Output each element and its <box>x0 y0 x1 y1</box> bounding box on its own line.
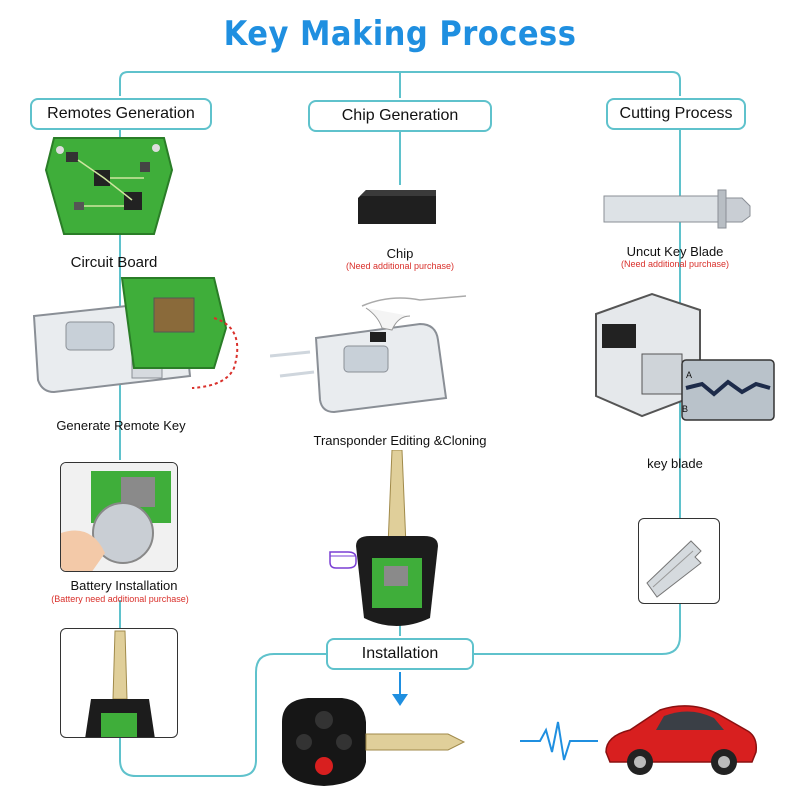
key-programmer-icon <box>32 277 239 394</box>
flip-key-icon <box>85 630 155 737</box>
sports-car-icon <box>605 705 758 775</box>
arrow-down-icon <box>392 672 408 706</box>
transponder-programmer-icon <box>270 295 467 414</box>
key-blade-label: key blade <box>647 456 703 471</box>
remotes-generation-header: Remotes Generation <box>30 98 212 130</box>
cut-key-blade-icon <box>646 540 702 598</box>
pcb-board-icon <box>44 137 174 235</box>
cut-blade-photo <box>638 518 720 604</box>
chip-label: Chip <box>386 246 414 261</box>
flip-key-photo <box>60 628 178 738</box>
transponder-cloning-label: Transponder Editing &Cloning <box>313 433 487 448</box>
installation-node: Installation <box>326 638 474 670</box>
right-to-install <box>474 604 681 655</box>
cutting-process-header: Cutting Process <box>606 98 746 130</box>
uncut-blade-icon <box>603 189 751 229</box>
remote-key-icon <box>282 698 466 786</box>
battery-coin-icon <box>61 463 177 571</box>
chip-note: (Need additional purchase) <box>345 261 455 271</box>
blade-note: (Need additional purchase) <box>620 259 730 269</box>
battery-note: (Battery need additional purchase) <box>51 594 189 604</box>
page-title: Key Making Process <box>223 14 577 54</box>
pointing-hand-icon <box>329 551 357 569</box>
key-cutting-machine-icon: A B <box>595 292 775 421</box>
profile-label-b: B <box>682 404 688 414</box>
left-to-install <box>119 600 326 777</box>
chip-key-icon <box>329 450 438 626</box>
battery-installation-label: Battery Installation <box>70 578 178 593</box>
generate-remote-key-label: Generate Remote Key <box>56 418 186 433</box>
chip-generation-header: Chip Generation <box>308 100 492 132</box>
transponder-chip-icon <box>358 190 436 224</box>
profile-label-a: A <box>686 370 692 380</box>
circuit-board-label: Circuit Board <box>70 254 158 271</box>
pulse-icon <box>520 721 598 761</box>
battery-photo <box>60 462 178 572</box>
uncut-blade-label: Uncut Key Blade <box>626 244 724 259</box>
